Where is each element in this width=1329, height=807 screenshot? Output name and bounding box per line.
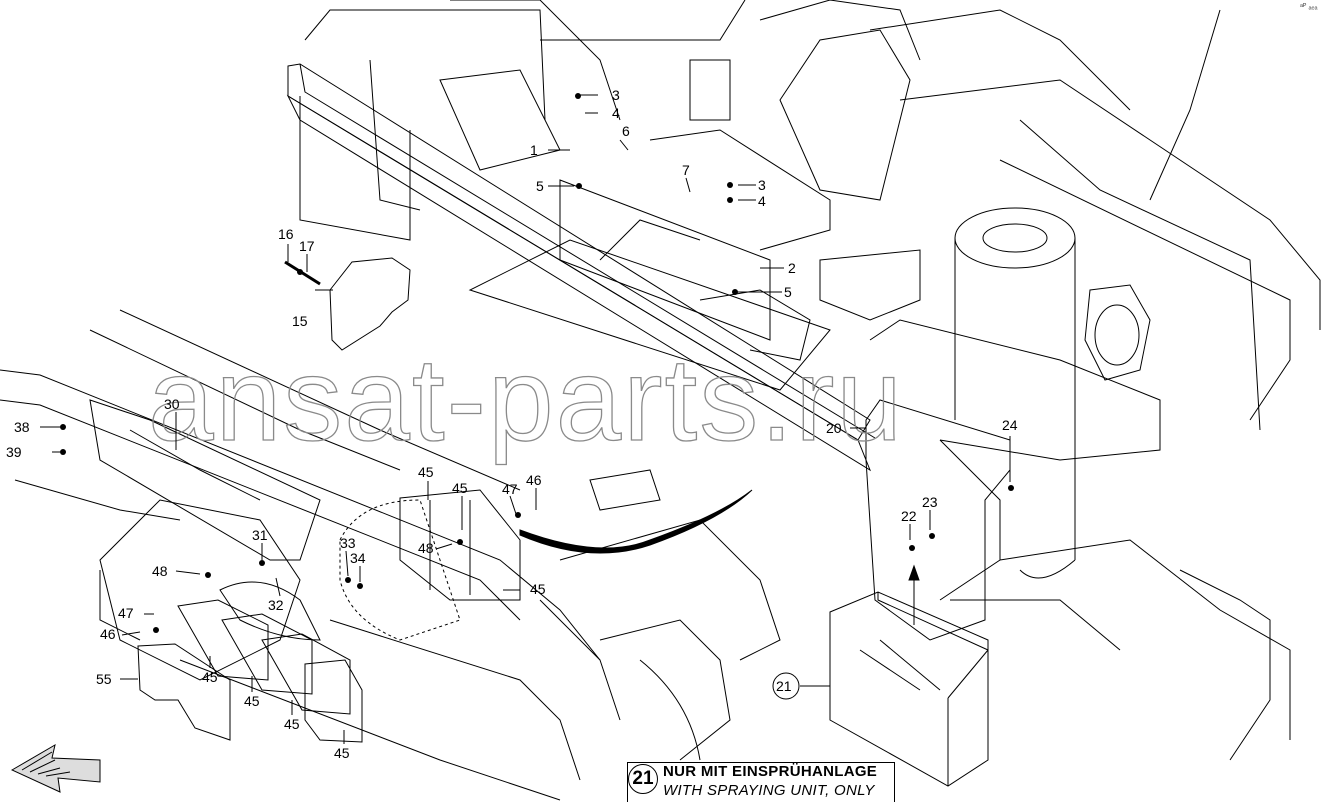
callout-31: 31 (252, 527, 268, 543)
legend-text-german: NUR MIT EINSPRÜHANLAGE (663, 763, 878, 780)
callout-47: 47 (118, 605, 134, 621)
callout-34: 34 (350, 550, 366, 566)
callout-45: 45 (244, 693, 260, 709)
legend-ref-number: 21 (628, 764, 658, 794)
callout-1: 1 (530, 142, 538, 158)
legend-text-english: WITH SPRAYING UNIT, ONLY (663, 782, 875, 799)
legend-box (627, 762, 895, 802)
callout-55: 55 (96, 671, 112, 687)
callout-15: 15 (292, 313, 308, 329)
callout-5: 5 (536, 178, 544, 194)
callout-48: 48 (152, 563, 168, 579)
callout-20: 20 (826, 420, 842, 436)
callout-16: 16 (278, 226, 294, 242)
leader-lines (40, 94, 1011, 744)
callout-45: 45 (202, 669, 218, 685)
callout-47: 47 (502, 481, 518, 497)
callout-5: 5 (784, 284, 792, 300)
callout-45: 45 (284, 716, 300, 732)
callout-3: 3 (612, 87, 620, 103)
callout-46: 46 (526, 472, 542, 488)
callout-24: 24 (1002, 417, 1018, 433)
corner-mark: ᵃᴾ ₐₑₐ (1300, 2, 1318, 11)
callout-45: 45 (334, 745, 350, 761)
fastener-markers (60, 93, 1014, 633)
callout-4: 4 (758, 193, 766, 209)
callout-39: 39 (6, 444, 22, 460)
callout-45: 45 (418, 464, 434, 480)
callout-6: 6 (622, 123, 630, 139)
callout-46: 46 (100, 626, 116, 642)
callout-2: 2 (788, 260, 796, 276)
callout-labels: 1 2 3 3 4 4 5 5 6 7 15 16 17 20 21 22 23… (6, 87, 1018, 761)
callout-21-circle (772, 672, 800, 700)
callout-17: 17 (299, 238, 315, 254)
watermark-text: ansat-parts.ru (148, 334, 904, 466)
callout-32: 32 (268, 597, 284, 613)
callout-4: 4 (612, 105, 620, 121)
callout-3: 3 (758, 177, 766, 193)
callout-48: 48 (418, 540, 434, 556)
callout-21: 21 (776, 678, 792, 694)
callout-22: 22 (901, 508, 917, 524)
callout-45: 45 (452, 480, 468, 496)
callout-45: 45 (530, 581, 546, 597)
callout-38: 38 (14, 419, 30, 435)
callout-7: 7 (682, 162, 690, 178)
callout-23: 23 (922, 494, 938, 510)
callout-30: 30 (164, 396, 180, 412)
callout-33: 33 (340, 535, 356, 551)
